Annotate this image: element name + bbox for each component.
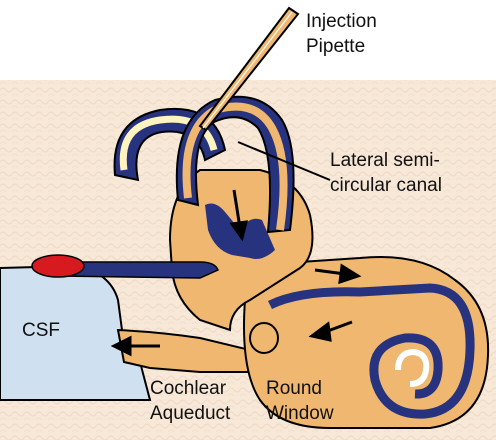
label-lateral-line2: circular canal [330, 175, 442, 196]
label-aqueduct-line1: Cochlear [150, 378, 227, 399]
label-injection-line1: Injection [306, 11, 377, 32]
label-round-window-line2: Window [266, 403, 334, 424]
label-aqueduct-line2: Aqueduct [150, 403, 231, 424]
label-lateral-line1: Lateral semi- [330, 150, 440, 171]
round-window [250, 323, 278, 353]
endolymphatic-sac [32, 255, 84, 277]
label-round-window-line1: Round [266, 378, 322, 399]
label-csf: CSF [22, 320, 60, 341]
label-injection-line2: Pipette [306, 36, 365, 57]
